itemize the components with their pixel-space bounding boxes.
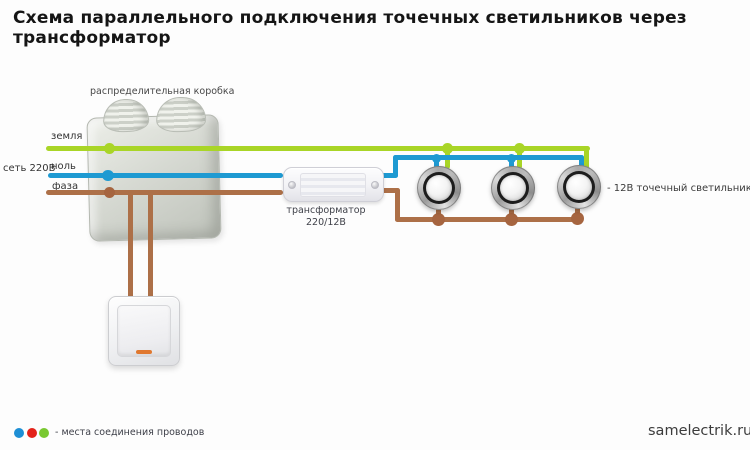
spotlight-2 (491, 166, 535, 210)
neutral-wire-end-drop (579, 155, 584, 169)
phase-wire-stub-2 (509, 202, 514, 220)
transformer-label-name: трансформатор (286, 205, 366, 216)
neutral-wire-label: ноль (51, 161, 76, 172)
phase-wire-downer (395, 188, 400, 222)
legend-dot-red (27, 428, 37, 438)
ground-wire-label: земля (51, 131, 83, 142)
transformer (283, 167, 384, 202)
connection-dot-neutral-box (102, 170, 114, 181)
connection-dot-ground-box (104, 143, 115, 154)
neutral-wire-transformer-out (378, 173, 398, 178)
connection-dot-phase-2 (505, 213, 518, 226)
phase-wire-switch-return (148, 192, 153, 300)
neutral-wire-riser (393, 155, 398, 178)
watermark: samelectrik.ru (648, 423, 750, 439)
legend-text: - места соединения проводов (55, 427, 205, 438)
mains-label: сеть 220В (3, 163, 56, 174)
transformer-label: трансформатор 220/12В (270, 205, 382, 228)
spotlight-3 (557, 165, 601, 209)
spotlight-1 (417, 166, 461, 210)
neutral-wire-drop-1 (434, 157, 439, 169)
transformer-label-rating: 220/12В (306, 216, 346, 228)
ground-wire-main (46, 146, 590, 151)
transformer-screw-left (288, 181, 296, 189)
legend-dot-green (39, 428, 49, 438)
junction-box-label: распределительная коробка (90, 86, 235, 97)
phase-wire-label: фаза (52, 181, 79, 192)
neutral-wire-main (48, 173, 283, 178)
phase-wire-switch-down (128, 192, 133, 300)
switch-indicator (136, 350, 152, 354)
connection-dot-ground-2 (514, 143, 525, 154)
phase-wire-secondary (395, 217, 580, 222)
legend-dot-blue (14, 428, 24, 438)
phase-wire-stub-1 (436, 202, 441, 220)
neutral-wire-drop-2 (509, 157, 514, 169)
neutral-wire-secondary (393, 155, 584, 160)
wall-switch (108, 296, 180, 366)
cable-gland-right (155, 96, 207, 133)
spotlight-label: - 12В точечный светильник (607, 183, 750, 194)
switch-rocker (117, 305, 171, 357)
connection-dot-neutral-1 (432, 154, 441, 163)
connection-dot-phase-3 (571, 212, 584, 225)
connection-dot-phase-1 (432, 213, 445, 226)
phase-wire-transformer-out (378, 188, 400, 193)
page-title: Схема параллельного подключения точечных… (13, 8, 687, 48)
ground-wire-end-drop (584, 146, 589, 172)
transformer-screw-right (371, 181, 379, 189)
phase-wire-stub-3 (575, 200, 580, 220)
cable-gland-left (102, 98, 150, 133)
transformer-sticker (300, 173, 366, 197)
connection-dot-neutral-2 (507, 154, 516, 163)
connection-dot-phase-box (104, 187, 115, 198)
phase-wire-main (46, 190, 283, 195)
connection-dot-ground-1 (442, 143, 453, 154)
